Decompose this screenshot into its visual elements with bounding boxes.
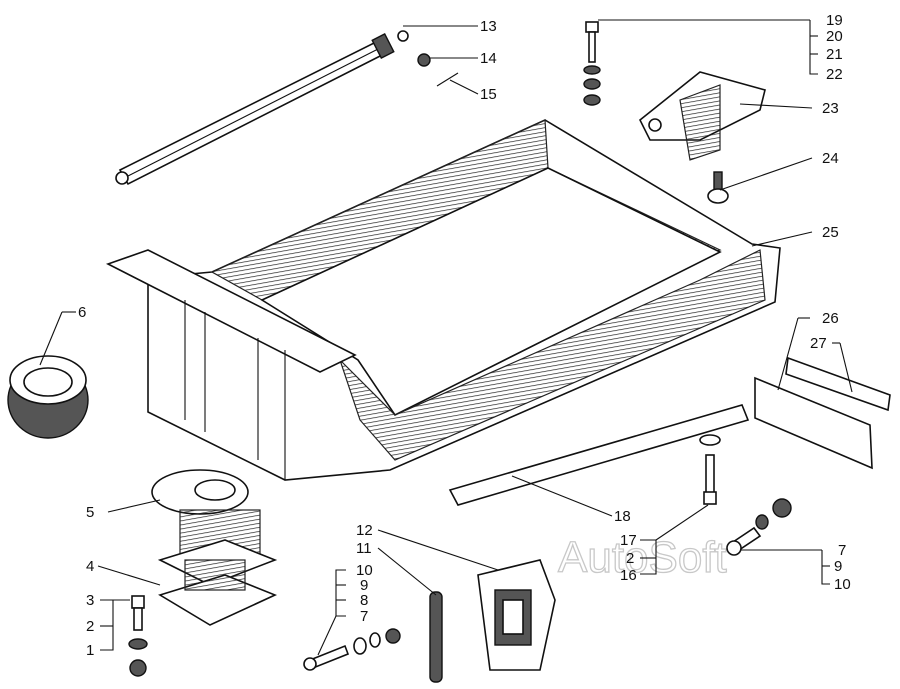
callout-22: 22: [826, 66, 843, 83]
callout-15: 15: [480, 86, 497, 103]
callout-7: 7: [360, 608, 368, 625]
callout-3: 3: [86, 592, 94, 609]
callout-24: 24: [822, 150, 839, 167]
callout-17: 17: [620, 532, 637, 549]
callout-10: 10: [356, 562, 373, 579]
callout-9: 9: [360, 577, 368, 594]
bolt-stack-right: [726, 498, 792, 556]
callout-20: 20: [826, 28, 843, 45]
callout-7-right: 7: [838, 542, 846, 559]
leader-lines: [39, 19, 853, 656]
callout-25: 25: [822, 224, 839, 241]
callout-18: 18: [614, 508, 631, 525]
callout-14: 14: [480, 50, 497, 67]
washer-part: [417, 53, 431, 67]
callout-26: 26: [822, 310, 839, 327]
callout-2: 2: [86, 618, 94, 635]
rubber-ring-part: [7, 355, 89, 439]
bolt-stack-top: [583, 21, 601, 106]
callout-1: 1: [86, 642, 94, 659]
callout-11: 11: [356, 540, 372, 557]
callout-4: 4: [86, 558, 94, 575]
shaft-part: [115, 30, 409, 186]
bearing-assembly: [151, 469, 278, 626]
bracket-part: [638, 71, 766, 161]
callout-27: 27: [810, 335, 827, 352]
callout-2-right: 2: [626, 550, 634, 567]
callout-10-right: 10: [834, 576, 851, 593]
callout-23: 23: [822, 100, 839, 117]
bar-part: [785, 356, 891, 412]
tray-body: [105, 119, 781, 481]
strap-part: [429, 591, 443, 683]
stud-part: [707, 171, 729, 204]
pad-part: [477, 559, 556, 671]
callout-21: 21: [826, 46, 843, 63]
callout-12: 12: [356, 522, 373, 539]
plate-part: [754, 376, 873, 470]
callout-16: 16: [620, 567, 637, 584]
callout-9-right: 9: [834, 558, 842, 575]
pin-part: [436, 72, 459, 87]
callout-5: 5: [86, 504, 94, 521]
bolt-stack-middle: [699, 434, 721, 505]
bolt-stack-left: [128, 595, 148, 677]
strip-part: [448, 404, 750, 506]
bolt-stack-bottom: [303, 628, 401, 671]
callout-19: 19: [826, 12, 843, 29]
callout-6: 6: [78, 304, 86, 321]
callout-8: 8: [360, 592, 368, 609]
callout-13: 13: [480, 18, 497, 35]
